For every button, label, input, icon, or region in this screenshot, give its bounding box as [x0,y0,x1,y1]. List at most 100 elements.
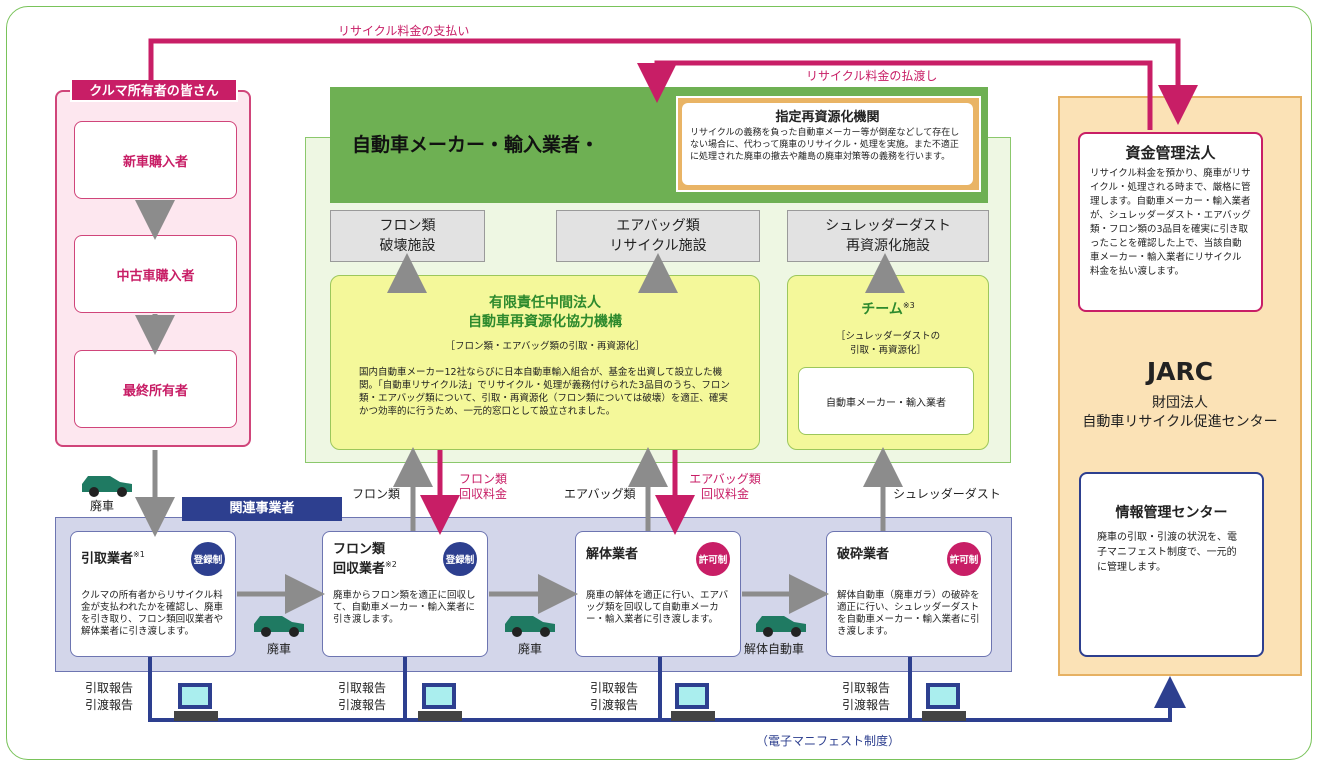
outer-frame [6,6,1312,760]
car-icon [505,616,555,637]
freon-facility-l2: 破壊施設 [379,238,436,254]
airbag-label: エアバッグ類 [564,487,636,501]
info-center-box: 情報管理センター 廃車の引取・引渡の状況を、電子マニフェスト制度で、一元的に管理… [1079,472,1264,657]
scrap-label: 廃車 [267,642,292,656]
airbag-facility: エアバッグ類 リサイクル施設 [556,210,760,262]
card-freon-name2: 回収業者 [333,561,386,577]
card-freon-name1: フロン類 [333,542,386,557]
car-icon [756,616,806,637]
permit-badge: 許可制 [696,542,730,576]
card-collector-desc: クルマの所有者からリサイクル料金が支払われたかを確認し、廃車を引き取り、フロン類… [81,590,224,637]
pay-arrow [148,38,1198,125]
report-label: 引取報告引渡報告 [338,680,386,714]
llp-box: 有限責任中間法人 自動車再資源化協力機構 ［フロン類・エアバッグ類の引取・再資源… [330,275,760,450]
airbag-facility-l1: エアバッグ類 [616,218,700,234]
report-2: 引渡報告 [85,698,134,712]
team-title: チーム [861,301,903,318]
llp-title-2: 自動車再資源化協力機構 [468,314,622,330]
scrap-label: 廃車 [518,642,543,656]
airbag-facility-l2: リサイクル施設 [609,238,707,254]
info-title: 情報管理センター [1115,505,1228,521]
jarc-name: JARC [1146,357,1214,386]
fund-desc: リサイクル料金を預かり、廃車がリサイクル・処理される時まで、厳格に管理します。自… [1090,168,1251,277]
report-1: 引取報告 [338,681,387,695]
airbag-fee-1: エアバッグ類 [689,472,761,486]
freon-fee-1: フロン類 [458,472,507,486]
registration-badge: 登録制 [443,542,477,576]
llp-title: 有限責任中間法人 自動車再資源化協力機構 [331,294,759,332]
scrap-label: 廃車 [90,499,115,513]
jarc-subtitle: 財団法人 自動車リサイクル促進センター [1058,394,1302,432]
owner-new-buyer: 新車購入者 [74,121,237,199]
report-label: 引取報告引渡報告 [590,680,638,714]
report-2: 引渡報告 [842,698,891,712]
team-inner-box: 自動車メーカー・輸入業者 [798,367,974,435]
report-1: 引取報告 [590,681,639,695]
computer-icon [418,683,462,721]
jarc-sub-1: 財団法人 [1152,395,1208,411]
designated-desc: リサイクルの義務を負った自動車メーカー等が倒産などして存在しない場合に、代わって… [690,128,960,162]
card-dismantler: 解体業者 許可制 廃車の解体を適正に行い、エアバッグ類を回収して自動車メーカー・… [575,531,741,657]
llp-title-1: 有限責任中間法人 [489,295,601,311]
team-note-1: ［シュレッダーダストの [835,330,941,342]
airbag-fee-2: 回収料金 [700,487,749,501]
report-2: 引渡報告 [590,698,639,712]
freon-fee-label: フロン類 回収料金 [448,472,518,502]
permit-badge: 許可制 [947,542,981,576]
report-label: 引取報告引渡報告 [842,680,890,714]
team-title-row: チーム※3 [788,296,988,320]
card-shredder-title: 破砕業者 [837,547,890,562]
freon-facility-l1: フロン類 [379,218,436,234]
team-note: ［シュレッダーダストの 引取・再資源化］ [788,330,988,358]
card-freon-mark: ※2 [385,560,397,569]
card-collector: 引取業者※1 登録制 クルマの所有者からリサイクル料金が支払われたかを確認し、廃… [70,531,236,657]
fund-management-box: 資金管理法人 リサイクル料金を預かり、廃車がリサイクル・処理される時まで、厳格に… [1078,132,1263,312]
freon-label: フロン類 [352,487,401,501]
owner-final: 最終所有者 [74,350,237,428]
team-mark: ※3 [902,301,915,310]
card-dismantler-title: 解体業者 [586,547,639,562]
designated-title: 指定再資源化機関 [775,110,880,125]
card-collector-mark: ※1 [133,550,145,559]
card-shredder: 破砕業者 許可制 解体自動車（廃車ガラ）の破砕を適正に行い、シュレッダーダストを… [826,531,992,657]
transfer-arrow [637,60,1153,130]
pay-label: リサイクル料金の支払い [338,24,470,38]
business-header: 関連事業者 [182,497,342,521]
registration-badge: 登録制 [191,542,225,576]
report-2: 引渡報告 [338,698,387,712]
designated-box: 指定再資源化機関 リサイクルの義務を負った自動車メーカー等が倒産などして存在しな… [682,103,973,185]
report-1: 引取報告 [85,681,134,695]
card-freon: フロン類回収業者※2 登録制 廃車からフロン類を適正に回収して、自動車メーカー・… [322,531,488,657]
card-collector-name: 引取業者 [81,551,134,567]
dismantled-label: 解体自動車 [744,642,805,656]
owner-header: クルマ所有者の皆さん [70,78,238,102]
card-freon-title: フロン類回収業者※2 [333,542,397,576]
freon-fee-2: 回収料金 [458,487,507,501]
car-icon [254,616,304,637]
info-desc: 廃車の引取・引渡の状況を、電子マニフェスト制度で、一元的に管理します。 [1097,532,1237,573]
report-1: 引取報告 [842,681,891,695]
computer-icon [922,683,966,721]
manifest-label: （電子マニフェスト制度） [756,734,901,748]
airbag-fee-label: エアバッグ類 回収料金 [680,472,770,502]
owner-used-buyer: 中古車購入者 [74,235,237,313]
computer-icon [671,683,715,721]
shredder-label: シュレッダーダスト [893,487,1001,501]
shredder-facility-l1: シュレッダーダスト [825,218,951,234]
llp-body: 国内自動車メーカー12社ならびに日本自動車輸入組合が、基金を出資して設立した機関… [359,367,730,417]
card-collector-title: 引取業者※1 [81,547,145,566]
team-note-2: 引取・再資源化］ [849,344,926,356]
card-dismantler-desc: 廃車の解体を適正に行い、エアバッグ類を回収して自動車メーカー・輸入業者に引き渡し… [586,590,729,625]
llp-note: ［フロン類・エアバッグ類の引取・再資源化］ [445,341,645,352]
transfer-label: リサイクル料金の払渡し [806,69,938,83]
jarc-sub-2: 自動車リサイクル促進センター [1082,414,1278,430]
card-shredder-desc: 解体自動車（廃車ガラ）の破砕を適正に行い、シュレッダーダストを自動車メーカー・輸… [837,590,980,637]
fund-title: 資金管理法人 [1125,144,1216,162]
card-freon-desc: 廃車からフロン類を適正に回収して、自動車メーカー・輸入業者に引き渡します。 [333,590,476,625]
shredder-facility-l2: 再資源化施設 [846,238,930,254]
maker-title: 自動車メーカー・輸入業者・ [352,134,600,156]
report-label: 引取報告引渡報告 [85,680,133,714]
car-icon [82,476,132,497]
computer-icon [174,683,218,721]
